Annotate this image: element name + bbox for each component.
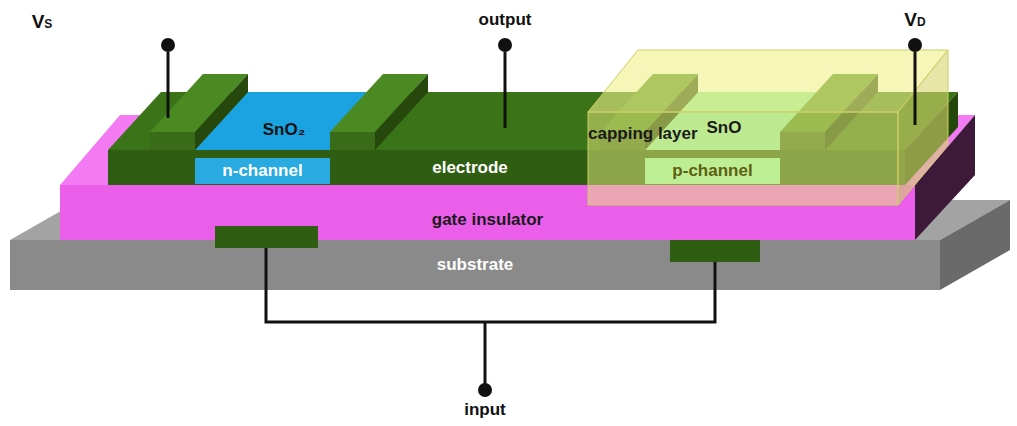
pin-dot [498, 38, 512, 52]
material-label: SnO [707, 118, 742, 138]
gate-electrode [215, 226, 318, 248]
substrate-front [10, 240, 940, 290]
input-wire [484, 322, 487, 384]
pin-dot [908, 38, 922, 52]
contact-ridge-front [330, 132, 375, 150]
material-label: SnO₂ [263, 120, 306, 140]
capping-top [588, 50, 948, 112]
contact-ridge-side [375, 74, 428, 150]
n-channel-layer: n-channel [195, 158, 330, 184]
capping-front [588, 112, 898, 205]
gate-insulator-layer: gate insulator [60, 185, 915, 240]
contact-ridge-front [150, 132, 195, 150]
pin-wire [504, 52, 507, 128]
p-channel-layer: p-channel [645, 158, 780, 184]
terminal-label: input [464, 400, 506, 420]
layer-name: capping layer [588, 124, 698, 144]
layer-label: electrode [432, 158, 508, 178]
pin-dot [161, 38, 175, 52]
substrate-layer: substrate [10, 240, 940, 290]
capping-layer: capping layer [588, 50, 948, 205]
pin-dot [478, 383, 492, 397]
layer-name: substrate [437, 255, 514, 275]
pin-wire [914, 52, 917, 125]
gate-wire [266, 248, 715, 322]
substrate-side [940, 200, 1010, 290]
layer-name: p-channel [672, 161, 752, 181]
pin-wire [167, 52, 170, 118]
capping-side [898, 50, 948, 205]
terminal-label: VD [904, 9, 925, 31]
terminal-label: output [479, 10, 532, 30]
gate-electrode [670, 240, 760, 262]
layer-name: n-channel [222, 161, 302, 181]
layer-name: gate insulator [432, 210, 543, 230]
terminal-label: VS [32, 11, 53, 33]
contact-ridge-side [195, 74, 248, 150]
n-channel-front [195, 158, 330, 184]
